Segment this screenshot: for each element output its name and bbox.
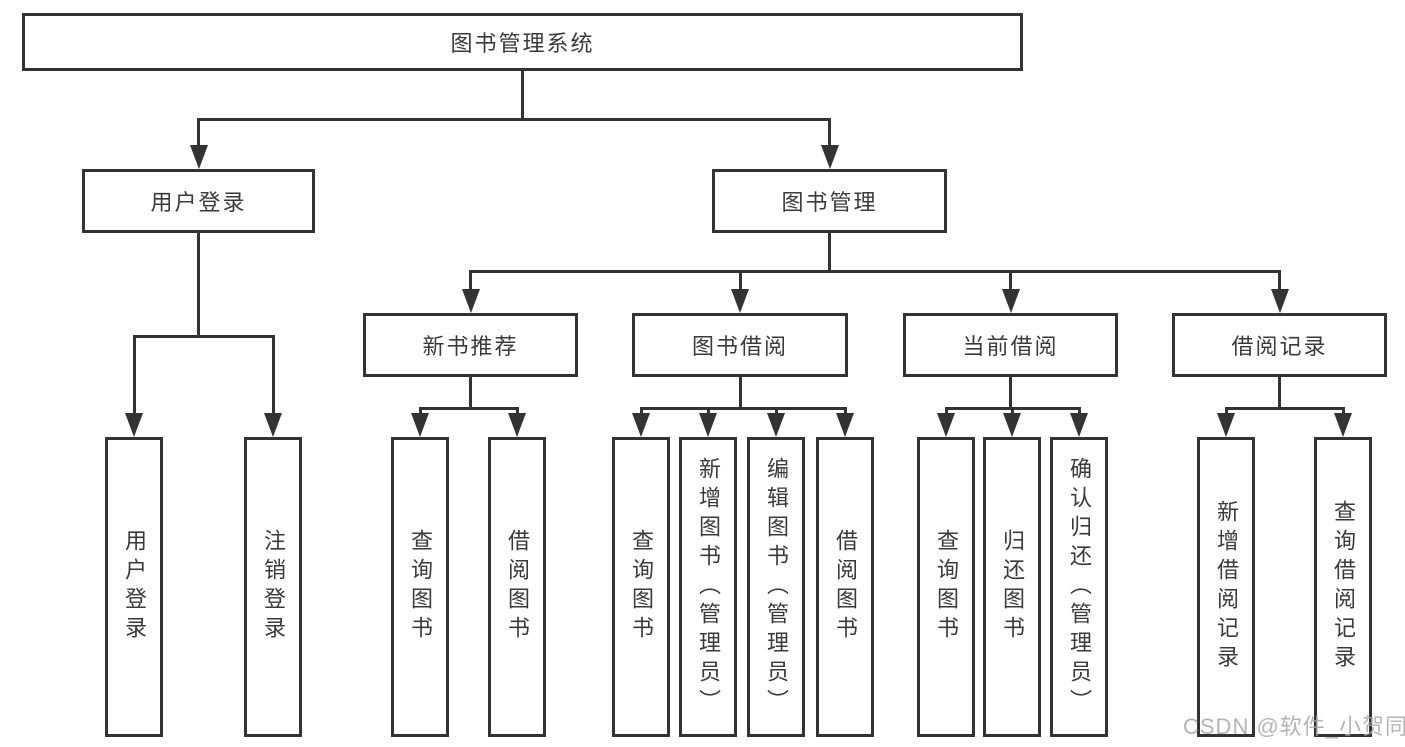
node-current-borrow: 当前借阅 [903, 313, 1118, 377]
connector-line [1278, 270, 1281, 289]
connector-line [739, 377, 742, 407]
connector-line [419, 407, 519, 410]
node-new-book-recommend: 新书推荐 [363, 313, 578, 377]
node-book-management: 图书管理 [712, 169, 947, 233]
connector-line [419, 407, 422, 413]
arrow-down-icon [1271, 289, 1289, 313]
arrow-down-icon [632, 413, 650, 437]
arrow-down-icon [836, 413, 854, 437]
leaf-edit-book-admin: 编辑图书（管理员） [747, 437, 805, 737]
connector-line [469, 377, 472, 407]
arrow-down-icon [767, 413, 785, 437]
leaf-query-book-recommend: 查询图书 [391, 437, 449, 737]
csdn-watermark: CSDN @软件_小贺同学 [1183, 714, 1405, 739]
node-library-management-system: 图书管理系统 [22, 13, 1023, 71]
connector-line [1225, 407, 1345, 410]
arrow-down-icon [1002, 289, 1020, 313]
connector-line [640, 407, 643, 413]
connector-line [775, 407, 778, 413]
arrow-down-icon [508, 413, 526, 437]
leaf-query-borrow-record: 查询借阅记录 [1314, 437, 1372, 737]
leaf-query-book-current: 查询图书 [917, 437, 975, 737]
arrow-down-icon [1217, 413, 1235, 437]
connector-line [945, 407, 948, 413]
leaf-confirm-return-admin: 确认归还（管理员） [1050, 437, 1108, 737]
connector-line [1225, 407, 1228, 413]
connector-line [197, 118, 830, 121]
connector-line [1009, 270, 1012, 289]
connector-line [516, 407, 519, 413]
leaf-add-borrow-record: 新增借阅记录 [1197, 437, 1255, 737]
connector-line [707, 407, 710, 413]
arrow-down-icon [821, 145, 839, 169]
connector-line [739, 270, 742, 289]
connector-line [133, 335, 136, 413]
arrow-down-icon [1070, 413, 1088, 437]
arrow-down-icon [699, 413, 717, 437]
arrow-down-icon [937, 413, 955, 437]
arrow-down-icon [125, 413, 143, 437]
connector-line [469, 270, 1281, 273]
leaf-logout-login: 注销登录 [244, 437, 302, 737]
connector-line [1078, 407, 1081, 413]
connector-line [272, 335, 275, 413]
connector-line [1011, 407, 1014, 413]
arrow-down-icon [731, 289, 749, 313]
connector-line [197, 233, 200, 335]
arrow-down-icon [462, 289, 480, 313]
leaf-borrow-book-recommend: 借阅图书 [488, 437, 546, 737]
leaf-borrow-book: 借阅图书 [816, 437, 874, 737]
connector-line [1342, 407, 1345, 413]
node-book-borrow: 图书借阅 [632, 313, 848, 377]
connector-line [469, 270, 472, 289]
connector-line [640, 407, 847, 410]
connector-line [1278, 377, 1281, 407]
arrow-down-icon [190, 145, 208, 169]
connector-line [844, 407, 847, 413]
connector-line [1009, 377, 1012, 407]
connector-line [828, 233, 831, 270]
arrow-down-icon [1334, 413, 1352, 437]
leaf-query-book-borrow: 查询图书 [612, 437, 670, 737]
connector-line [521, 71, 524, 118]
connector-line [133, 335, 275, 338]
arrow-down-icon [264, 413, 282, 437]
leaf-add-book-admin: 新增图书（管理员） [679, 437, 737, 737]
arrow-down-icon [411, 413, 429, 437]
node-borrow-record: 借阅记录 [1172, 313, 1387, 377]
node-user-login: 用户登录 [82, 169, 315, 233]
leaf-user-login: 用户登录 [105, 437, 163, 737]
connector-line [197, 118, 200, 145]
connector-line [828, 118, 831, 145]
leaf-return-book: 归还图书 [983, 437, 1041, 737]
arrow-down-icon [1003, 413, 1021, 437]
